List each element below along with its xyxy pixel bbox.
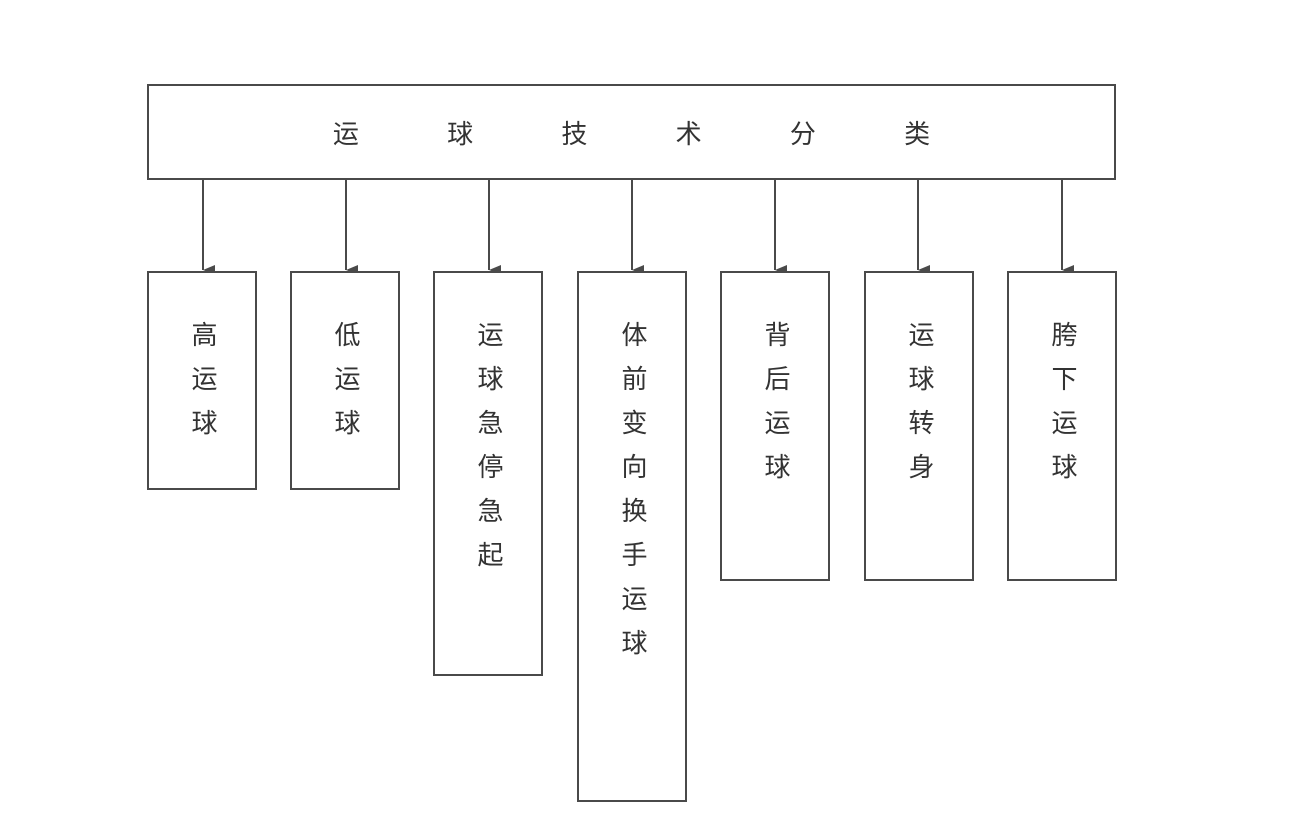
child-node-label: 背后运球	[760, 321, 790, 497]
child-node-spin-dribble: 运球转身	[864, 271, 974, 581]
child-node-high-dribble: 高运球	[147, 271, 257, 490]
child-node-crossover-dribble: 体前变向换手运球	[577, 271, 687, 802]
child-node-label: 低运球	[330, 321, 360, 453]
child-node-behind-back-dribble: 背后运球	[720, 271, 830, 581]
child-node-label: 胯下运球	[1047, 321, 1077, 497]
child-node-label: 体前变向换手运球	[617, 321, 647, 673]
child-node-between-legs-dribble: 胯下运球	[1007, 271, 1117, 581]
child-node-label: 运球急停急起	[473, 321, 503, 585]
child-node-low-dribble: 低运球	[290, 271, 400, 490]
child-node-stop-and-go-dribble: 运球急停急起	[433, 271, 543, 676]
root-node-label: 运 球 技 术 分 类	[332, 119, 971, 150]
child-node-label: 高运球	[187, 321, 217, 453]
child-node-label: 运球转身	[904, 321, 934, 497]
root-node: 运 球 技 术 分 类	[147, 84, 1116, 180]
